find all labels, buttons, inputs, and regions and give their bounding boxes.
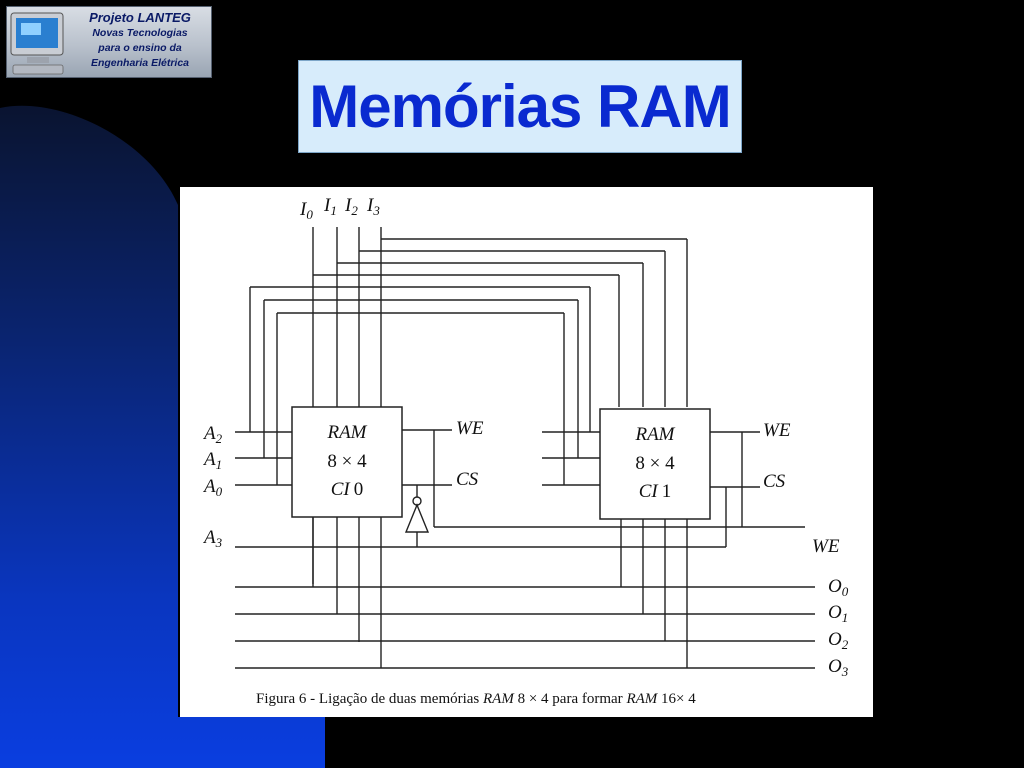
output-label-o1: O1 xyxy=(828,602,848,625)
address-label-a2: A2 xyxy=(202,423,223,446)
select-and-we-lines xyxy=(235,526,805,548)
ram1-size: 8 × 4 xyxy=(635,453,675,474)
slide-title: Memórias RAM xyxy=(309,72,731,140)
ram1-we-label: WE xyxy=(763,420,791,441)
ram0-control-lines xyxy=(402,429,452,547)
ram0-label: RAM xyxy=(326,422,367,443)
input-label-i3: I3 xyxy=(366,195,380,218)
ram0-we-label: WE xyxy=(456,418,484,439)
logo-line-subtitle-2: para o ensino da xyxy=(98,42,182,54)
ram0-cs-label: CS xyxy=(456,469,479,490)
global-we-label: WE xyxy=(812,536,840,557)
computer-monitor-icon xyxy=(10,12,64,75)
lanteg-logo: Projeto LANTEG Novas Tecnologias para o … xyxy=(6,6,212,78)
logo-line-subtitle-3: Engenharia Elétrica xyxy=(90,57,190,69)
circuit-figure: I0 I1 I2 I3 xyxy=(180,187,873,717)
address-label-a0: A0 xyxy=(202,476,223,499)
input-label-i0: I0 xyxy=(299,199,313,222)
address-label-a3: A3 xyxy=(202,527,223,550)
address-bus-lines xyxy=(235,286,600,486)
ram1-control-lines xyxy=(710,431,760,547)
output-label-o0: O0 xyxy=(828,576,849,599)
ram1-cs-label: CS xyxy=(763,471,786,492)
figure-caption: Figura 6 - Ligação de duas memórias RAM … xyxy=(256,691,696,707)
input-label-i2: I2 xyxy=(344,195,358,218)
logo-line-project: Projeto LANTEG xyxy=(89,10,191,25)
ram1-label: RAM xyxy=(634,424,675,445)
output-label-o3: O3 xyxy=(828,656,849,679)
logo-line-subtitle-1: Novas Tecnologias xyxy=(92,27,188,39)
output-bus-lines xyxy=(235,517,815,669)
input-label-i1: I1 xyxy=(323,195,337,218)
ram0-size: 8 × 4 xyxy=(327,451,367,472)
address-label-a1: A1 xyxy=(202,449,222,472)
output-label-o2: O2 xyxy=(828,629,849,652)
slide-title-box: Memórias RAM xyxy=(298,60,742,153)
ram-circuit-diagram: I0 I1 I2 I3 xyxy=(202,195,849,707)
